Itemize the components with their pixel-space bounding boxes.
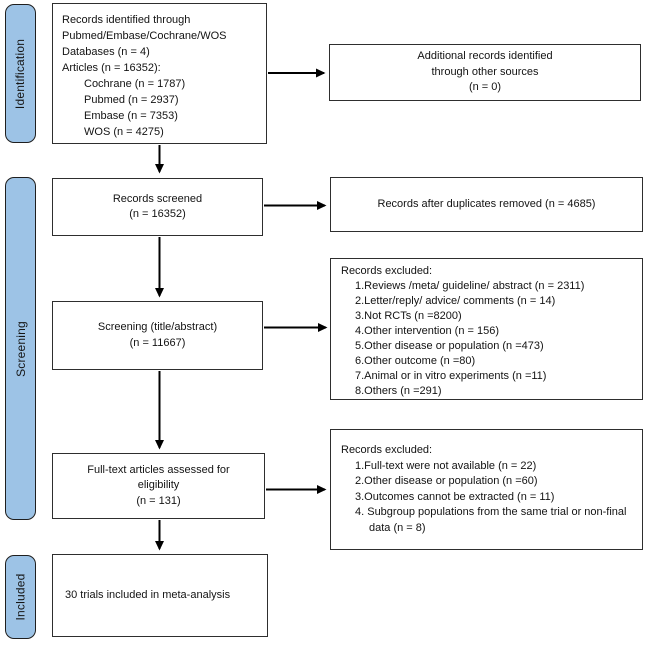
records-screened-box: Records screened (n = 16352): [52, 178, 263, 236]
box-text-line: Screening (title/abstract): [97, 321, 218, 333]
box-text-line: eligibility: [137, 479, 180, 492]
excluded-title: Records excluded:: [341, 444, 433, 456]
box-text-line: 30 trials included in meta-analysis: [65, 588, 231, 601]
box-text-line: Additional records identified: [417, 50, 553, 63]
records-identified-box: Records identified through Pubmed/Embase…: [52, 3, 267, 144]
database-count-line: Pubmed (n = 2937): [84, 94, 179, 106]
excluded-item: 7.Animal or in vitro experiments (n =11): [355, 370, 547, 382]
excluded-item: 2.Letter/reply/ advice/ comments (n = 14…: [355, 295, 556, 307]
box-text-line: Records identified through: [62, 14, 191, 26]
database-count-line: WOS (n = 4275): [84, 126, 164, 138]
box-text-line: (n = 0): [468, 81, 502, 94]
stage-label-text: Screening: [13, 320, 28, 377]
excluded-item: 8.Others (n =291): [355, 385, 442, 397]
excluded-item: 1.Reviews /meta/ guideline/ abstract (n …: [355, 280, 585, 292]
excluded-item: 4. Subgroup populations from the same tr…: [355, 506, 627, 534]
box-text-line: Records screened: [112, 192, 203, 205]
records-excluded-screening-box: Records excluded: 1.Reviews /meta/ guide…: [330, 258, 643, 400]
excluded-item: 4.Other intervention (n = 156): [355, 325, 499, 337]
box-text-line: Records after duplicates removed (n = 46…: [377, 197, 596, 210]
additional-records-box: Additional records identified through ot…: [329, 44, 641, 101]
box-text-line: (n = 11667): [129, 336, 186, 349]
box-text-line: through other sources: [431, 65, 539, 78]
excluded-item: 3.Outcomes cannot be extracted (n = 11): [355, 490, 555, 503]
box-text-line: Articles (n = 16352):: [62, 62, 161, 74]
box-text-line: (n = 131): [136, 494, 181, 507]
trials-included-box: 30 trials included in meta-analysis: [52, 554, 268, 637]
box-text-line: Pubmed/Embase/Cochrane/WOS: [62, 30, 227, 42]
database-count-line: Cochrane (n = 1787): [84, 78, 186, 90]
records-excluded-fulltext-box: Records excluded: 1.Full-text were not a…: [330, 429, 643, 550]
excluded-item: 1.Full-text were not available (n = 22): [355, 459, 537, 472]
stage-label-text: Included: [13, 573, 28, 621]
box-text-line: Full-text articles assessed for: [87, 463, 230, 476]
stage-label-included: Included: [5, 555, 36, 639]
excluded-title: Records excluded:: [341, 265, 433, 277]
excluded-item: 2.Other disease or population (n =60): [355, 475, 538, 487]
stage-label-identification: Identification: [5, 4, 36, 143]
stage-label-screening: Screening: [5, 177, 36, 520]
excluded-item: 5.Other disease or population (n =473): [355, 340, 544, 352]
screening-title-abstract-box: Screening (title/abstract) (n = 11667): [52, 301, 263, 370]
stage-label-text: Identification: [13, 38, 28, 109]
duplicates-removed-box: Records after duplicates removed (n = 46…: [330, 177, 643, 232]
fulltext-assessed-box: Full-text articles assessed for eligibil…: [52, 453, 265, 519]
database-count-line: Embase (n = 7353): [84, 110, 178, 122]
box-text-line: Databases (n = 4): [62, 46, 150, 58]
excluded-item: 3.Not RCTs (n =8200): [355, 310, 462, 322]
excluded-item: 6.Other outcome (n =80): [355, 355, 476, 367]
box-text-line: (n = 16352): [129, 208, 186, 220]
